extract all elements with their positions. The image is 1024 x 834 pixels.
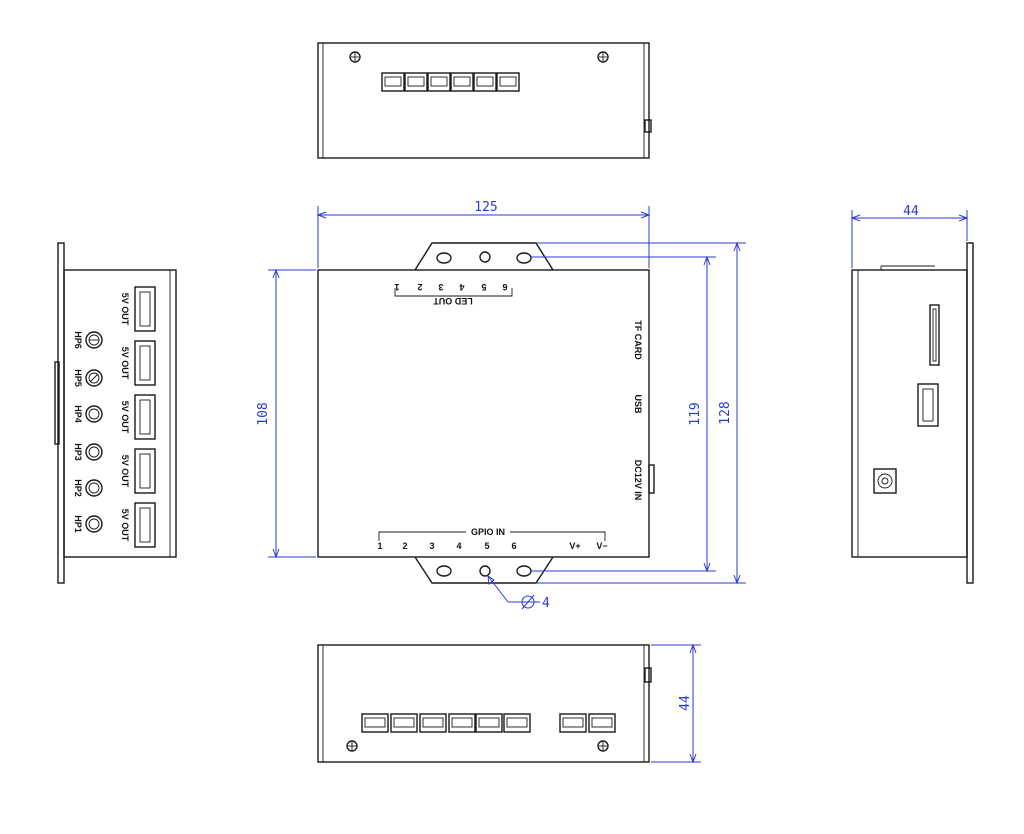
usb-port-icon [134, 394, 156, 440]
connector-icon [450, 72, 474, 92]
dimension-height-128: 128 [536, 241, 746, 585]
tf-card-slot-icon [929, 304, 940, 366]
dim-value-108: 108 [256, 402, 271, 425]
led-number: 5 [481, 282, 486, 292]
dimension-bottom-depth: 44 [651, 643, 701, 764]
connector-icon [473, 72, 497, 92]
connector-icon [496, 72, 520, 92]
v-minus-label: V− [596, 541, 607, 551]
left-side-view: 5V OUT 5V OUT 5V OUT 5V OUT 5V OUT HP6 H… [54, 242, 177, 584]
connector-icon [475, 713, 503, 733]
audio-jack-icon [85, 331, 103, 349]
audio-jack-icon [85, 515, 103, 533]
dim-value-128: 128 [718, 401, 733, 424]
connector-icon [588, 713, 616, 733]
led-out-label: LED OUT [433, 296, 473, 306]
audio-jack-icon [85, 479, 103, 497]
dimension-hole-diameter: 4 [487, 574, 550, 611]
right-side-view: 44 [850, 204, 974, 584]
dim-value-44: 44 [903, 204, 919, 219]
dim-value-119: 119 [688, 402, 703, 425]
connector-icon [390, 713, 418, 733]
connector-icon [427, 72, 451, 92]
usb-port-icon [134, 448, 156, 494]
screw-icon [597, 740, 609, 752]
gpio-number: 5 [484, 541, 489, 551]
usb-port-icon [917, 383, 939, 427]
bottom-view: 44 [317, 643, 701, 764]
hp-label: HP4 [73, 405, 83, 423]
tf-card-label: TF CARD [633, 320, 643, 360]
hp-label: HP2 [73, 479, 83, 497]
screw-icon [597, 51, 609, 63]
connector-icon [503, 713, 531, 733]
gpio-number: 6 [511, 541, 516, 551]
hp-label: HP6 [73, 331, 83, 349]
dimension-height-108: 108 [256, 268, 316, 559]
5v-out-label: 5V OUT [120, 293, 130, 326]
led-number: 3 [438, 282, 443, 292]
usb-port-icon [134, 340, 156, 386]
led-number: 1 [394, 282, 399, 292]
usb-label: USB [633, 394, 643, 414]
screw-icon [346, 740, 358, 752]
hp-label: HP1 [73, 515, 83, 533]
gpio-number: 1 [377, 541, 382, 551]
connector-icon [419, 713, 447, 733]
5v-out-label: 5V OUT [120, 401, 130, 434]
screw-icon [349, 51, 361, 63]
top-view [317, 42, 652, 159]
front-view: LED OUT 1 2 3 4 5 6 TF CARD USB DC12V IN… [256, 200, 746, 611]
5v-out-label: 5V OUT [120, 347, 130, 380]
dimension-height-119: 119 [531, 255, 716, 573]
top-connector-row [381, 72, 520, 92]
dim-value-125: 125 [474, 200, 497, 215]
dim-value-44: 44 [678, 695, 693, 711]
dc12v-in-label: DC12V IN [633, 460, 643, 501]
audio-jack-icon [85, 443, 103, 461]
dc-jack-icon [873, 468, 897, 494]
bottom-connector-row [361, 713, 616, 733]
gpio-in-label: GPIO IN [471, 527, 505, 537]
dimension-side-depth: 44 [850, 204, 969, 268]
connector-icon [361, 713, 389, 733]
led-number: 4 [459, 282, 464, 292]
usb-port-icon [134, 502, 156, 548]
led-number: 2 [417, 282, 422, 292]
dimension-width: 125 [316, 200, 651, 268]
gpio-number: 2 [402, 541, 407, 551]
audio-jack-icon [85, 369, 103, 387]
v-plus-label: V+ [569, 541, 580, 551]
5v-out-label: 5V OUT [120, 509, 130, 542]
gpio-number: 4 [456, 541, 461, 551]
gpio-number: 3 [429, 541, 434, 551]
hp-label: HP3 [73, 443, 83, 461]
diameter-icon [521, 594, 535, 610]
hp-label: HP5 [73, 369, 83, 387]
audio-jack-icon [85, 405, 103, 423]
connector-icon [448, 713, 476, 733]
connector-icon [381, 72, 405, 92]
5v-out-label: 5V OUT [120, 455, 130, 488]
led-number: 6 [502, 282, 507, 292]
dim-value-4: 4 [542, 596, 550, 611]
connector-icon [404, 72, 428, 92]
connector-icon [559, 713, 587, 733]
usb-port-icon [134, 286, 156, 332]
